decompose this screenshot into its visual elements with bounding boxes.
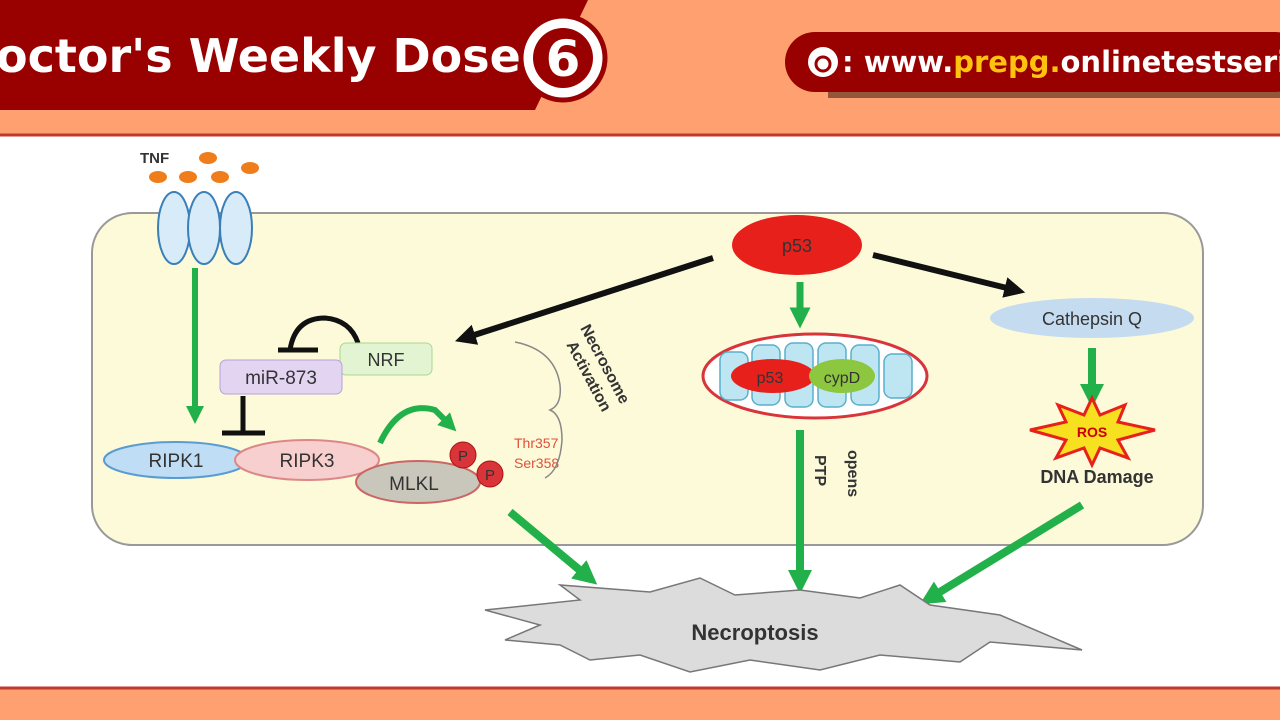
phospho-2 xyxy=(476,460,504,488)
url-text[interactable]: : www.prepg.onlinetestserie xyxy=(842,45,1280,79)
tnf-receptor xyxy=(157,191,253,265)
phospho-1 xyxy=(449,441,477,469)
ros-burst xyxy=(1029,394,1156,469)
mitochondrion: p53 cypD xyxy=(701,332,929,420)
svg-text:p53: p53 xyxy=(782,236,812,256)
necroptosis-label: Necroptosis xyxy=(691,620,818,645)
url-pill[interactable] xyxy=(785,32,1280,92)
cathepsin-q-node xyxy=(990,298,1194,338)
svg-text:miR-873: miR-873 xyxy=(245,368,317,389)
svg-text:6: 6 xyxy=(546,30,581,88)
svg-text:DNA Damage: DNA Damage xyxy=(1040,467,1153,487)
svg-text:P: P xyxy=(485,467,495,484)
svg-text:ROS: ROS xyxy=(1077,424,1107,440)
svg-text:Ser358: Ser358 xyxy=(514,455,559,471)
svg-text:RIPK3: RIPK3 xyxy=(280,451,335,472)
tnf-label: TNF xyxy=(140,150,169,167)
svg-text:PTP: PTP xyxy=(811,455,828,486)
footer-band xyxy=(0,688,1280,720)
nrf-node xyxy=(339,342,433,376)
p53-node xyxy=(732,215,862,275)
web-icon xyxy=(808,47,838,77)
necroptosis-diagram: TNF p53 NRF miR-873 RIPK1 RIPK3 MLKL xyxy=(91,150,1204,673)
ripk3-node xyxy=(234,439,380,481)
svg-text:cypD: cypD xyxy=(824,370,860,387)
header-title: octor's Weekly Dose xyxy=(0,29,521,83)
svg-text:opens: opens xyxy=(844,450,861,497)
svg-text:NRF: NRF xyxy=(368,350,405,370)
svg-text:Cathepsin Q: Cathepsin Q xyxy=(1042,309,1142,329)
necrosome-brace xyxy=(514,341,563,479)
svg-text:p53: p53 xyxy=(757,370,784,387)
mir-873-node xyxy=(219,359,343,395)
tnf-ligands xyxy=(149,152,259,183)
svg-text:P: P xyxy=(458,448,468,465)
svg-text:RIPK1: RIPK1 xyxy=(149,451,204,472)
svg-text:Thr357: Thr357 xyxy=(514,435,559,451)
necroptosis-burst xyxy=(484,577,1083,673)
svg-text:MLKL: MLKL xyxy=(389,474,439,495)
header-banner: octor's Weekly Dose 6 : www.prepg.online… xyxy=(0,0,1280,137)
issue-badge: 6 xyxy=(518,13,608,103)
